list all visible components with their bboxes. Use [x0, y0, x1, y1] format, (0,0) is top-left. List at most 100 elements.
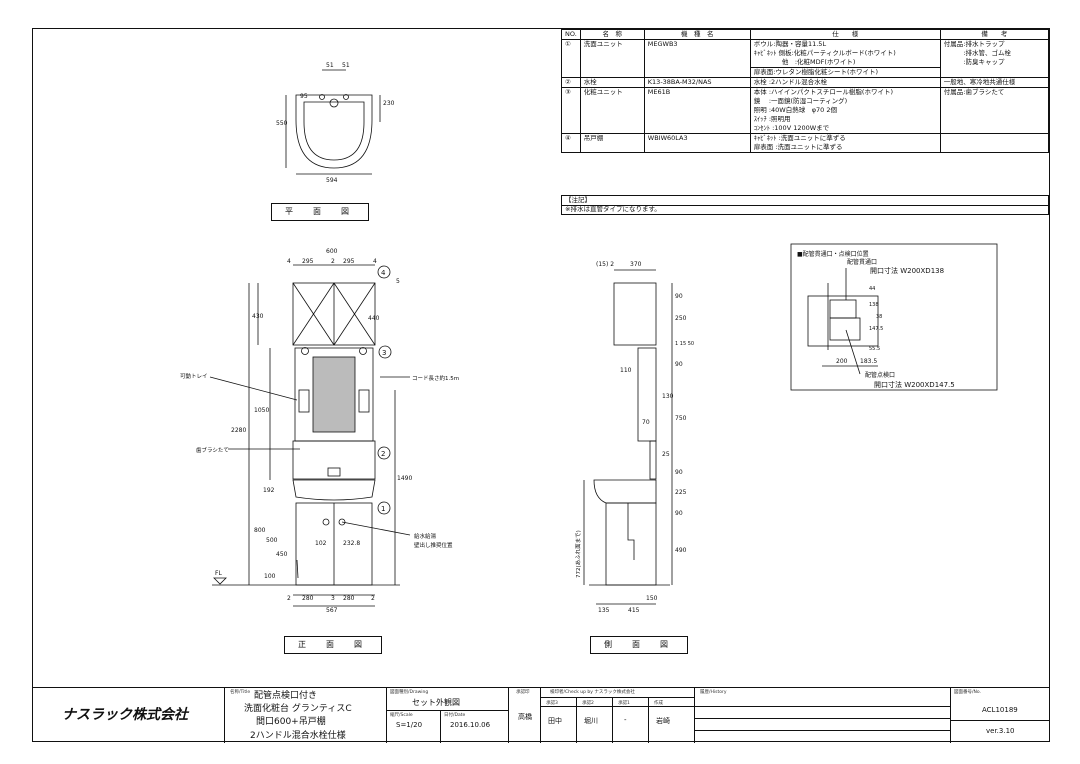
dim-135: 135: [598, 607, 610, 614]
remark-line: :排水管、ゴム栓: [943, 49, 1011, 57]
dim-55-5: 55.5: [869, 346, 880, 352]
dim-51a: 51: [326, 62, 334, 69]
title-line-2: 洗面化粧台 グランティスC: [244, 704, 352, 714]
spec-line: 照明 :40W白熱球 φ70 2個: [753, 106, 837, 114]
dim-25: 25: [662, 451, 670, 458]
detail-title: ■配管貫通口・点検口位置: [797, 250, 869, 258]
detail-label-a: 配管貫通口: [847, 258, 877, 266]
mirror: [312, 356, 356, 433]
backsplash: [292, 440, 376, 480]
date-value: 2016.10.06: [450, 721, 491, 729]
dim-90c: 90: [675, 469, 683, 476]
dim-4b: 4: [373, 258, 377, 265]
light-bulb: [301, 347, 309, 355]
detail-label-b: 配管点検口: [865, 371, 895, 379]
divider: [694, 718, 950, 719]
dim-90d: 90: [675, 510, 683, 517]
check-head: 承認1: [618, 701, 630, 706]
dim-1050: 1050: [254, 407, 269, 414]
callout-3-text: 3: [382, 349, 386, 357]
row-name: 洗面ユニット: [579, 39, 645, 78]
movable-tray: [358, 389, 370, 413]
dim-295b: 295: [343, 258, 355, 265]
divider: [540, 688, 541, 743]
label-water-b: 壁出し推奨位置: [414, 541, 453, 549]
dim-90b: 90: [675, 361, 683, 368]
drawing-number: ACL10189: [982, 706, 1018, 714]
spec-line: 鏡 :一面鏡(防湿コーティング): [753, 97, 848, 105]
divider: [612, 697, 613, 743]
dim-415: 415: [628, 607, 640, 614]
detail-box: [790, 243, 998, 391]
dim-772: 772(あふれ面まで): [575, 530, 582, 578]
spec-line: ｺﾝｾﾝﾄ :100V 1200Wまで: [753, 124, 830, 132]
spec-line: ｽｲｯﾁ :照明用: [753, 115, 791, 123]
dim-b2a: 2: [287, 595, 291, 602]
note-text: ※排水は直管タイプになります。: [561, 205, 1049, 215]
title-line-3: 間口600+吊戸棚: [256, 717, 326, 727]
divider: [950, 720, 1050, 721]
dim-750: 750: [675, 415, 687, 422]
leader-line: [341, 521, 411, 536]
spec-row: ④ 吊戸棚 WBIW60LA3 ｷｬﾋﾞﾈｯﾄ :洗面ユニットに準ずる扉表面 :…: [561, 133, 1050, 153]
divider: [950, 688, 951, 743]
detail-label-a-dim: 開口寸法 W200XD138: [870, 266, 944, 275]
front-view: [209, 264, 411, 607]
door-swing: [292, 282, 335, 346]
detail-label-b-dim: 開口寸法 W200XD147.5: [874, 380, 955, 389]
dim-1490: 1490: [397, 475, 412, 482]
dim-232-8: 232.8: [343, 540, 360, 547]
check-name: 堀川: [584, 717, 598, 725]
fl-marker: [213, 577, 227, 585]
divider: [648, 697, 649, 743]
remark-line: 付属品:排水トラップ: [943, 40, 1005, 48]
dim-192: 192: [263, 487, 275, 494]
callout-2: [377, 446, 391, 460]
dim-15-2: (15) 2: [596, 261, 614, 268]
plan-caption: 平 面 図: [271, 203, 369, 221]
number-label: 図面番号/No.: [954, 690, 981, 695]
check-head: 承認3: [546, 701, 558, 706]
dim-138: 138: [869, 302, 879, 308]
pipe-hole: [322, 518, 330, 526]
detail-drawing: [807, 268, 879, 375]
spec-line: ボウル:陶器・容量11.5L: [753, 40, 827, 48]
check-name: 岩崎: [656, 717, 670, 725]
dim-370: 370: [630, 261, 642, 268]
dim-51b: 51: [342, 62, 350, 69]
dim-38: 38: [876, 314, 882, 320]
dim-550: 550: [276, 120, 288, 127]
divider: [540, 697, 694, 698]
detail-cabinet-top: [807, 295, 879, 347]
inspection-opening: [829, 317, 861, 341]
dim-295a: 295: [302, 258, 314, 265]
row-spec: ｷｬﾋﾞﾈｯﾄ :洗面ユニットに準ずる扉表面 :洗面ユニットに準ずる: [749, 133, 941, 153]
row-spec: 本体 :ハイインパクトスチロール樹脂(ホワイト)鏡 :一面鏡(防湿コーティング)…: [749, 87, 941, 134]
dim-95: 95: [300, 93, 308, 100]
divider: [508, 688, 509, 743]
check-name: -: [624, 716, 627, 724]
dim-500: 500: [266, 537, 278, 544]
dim-2280: 2280: [231, 427, 246, 434]
dim-70: 70: [642, 419, 650, 426]
date-label: 日付/Date: [444, 713, 466, 718]
check-head: 作成: [654, 701, 663, 706]
dim-115-50: 1 15 50: [675, 341, 694, 347]
dim-90a: 90: [675, 293, 683, 300]
title-line-1: 配管点検口付き: [254, 691, 318, 701]
dim-250: 250: [675, 315, 687, 322]
check-head: 承認2: [582, 701, 594, 706]
row-remark: 付属品:排水トラップ :排水管、ゴム栓 :防臭キャップ: [939, 39, 1050, 78]
spec-line: 扉表面:ウレタン樹脂化粧シート(ホワイト): [750, 67, 940, 77]
dim-5: 5: [396, 278, 400, 285]
title-line-4: 2ハンドル混合水栓仕様: [250, 731, 346, 741]
dim-2: 2: [331, 258, 335, 265]
dim-b280a: 280: [302, 595, 314, 602]
side-basin: [593, 479, 657, 504]
version: ver.3.10: [986, 727, 1015, 735]
callout-1-text: 1: [381, 505, 385, 513]
pipe-opening: [829, 299, 857, 319]
divider: [440, 710, 441, 743]
dim-130: 130: [662, 393, 674, 400]
